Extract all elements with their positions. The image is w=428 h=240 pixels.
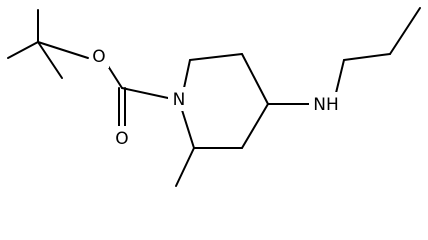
bond-ring-n-c2 xyxy=(183,59,191,89)
bond-tbu-ester-oxygen xyxy=(37,41,89,59)
amine-group-label: NH xyxy=(313,95,339,115)
ring-nitrogen-atom: N xyxy=(168,87,190,111)
bond-amine-propyl-c1 xyxy=(335,59,345,94)
bond-carbonyl-ring-nitrogen xyxy=(121,87,169,99)
bond-tbu-methyl-bottom xyxy=(37,41,63,79)
atom-labels: O O N NH xyxy=(89,44,343,150)
bond-tbu-methyl-left xyxy=(7,41,39,59)
bond-propyl-c1-c2 xyxy=(343,53,391,61)
bond-ring-c3-c4 xyxy=(241,53,269,105)
bond-ring-c2-c3 xyxy=(189,53,243,61)
bond-set xyxy=(7,7,421,187)
bond-propyl-c2-c3 xyxy=(389,7,421,55)
chemical-structure-diagram: O O N NH xyxy=(7,7,421,187)
bond-ester-oxygen-carbonyl xyxy=(107,65,123,89)
ester-oxygen-atom: O xyxy=(89,44,109,68)
carbonyl-oxygen-label: O xyxy=(115,129,128,149)
bond-ring-c6-n xyxy=(181,109,195,149)
ring-nitrogen-label: N xyxy=(173,90,186,110)
bond-ring-c4-c5 xyxy=(241,103,269,149)
ester-oxygen-label: O xyxy=(92,47,105,67)
carbonyl-oxygen-atom: O xyxy=(111,126,133,150)
bond-ring-methyl xyxy=(175,147,195,187)
amine-group-atom: NH xyxy=(309,92,343,116)
